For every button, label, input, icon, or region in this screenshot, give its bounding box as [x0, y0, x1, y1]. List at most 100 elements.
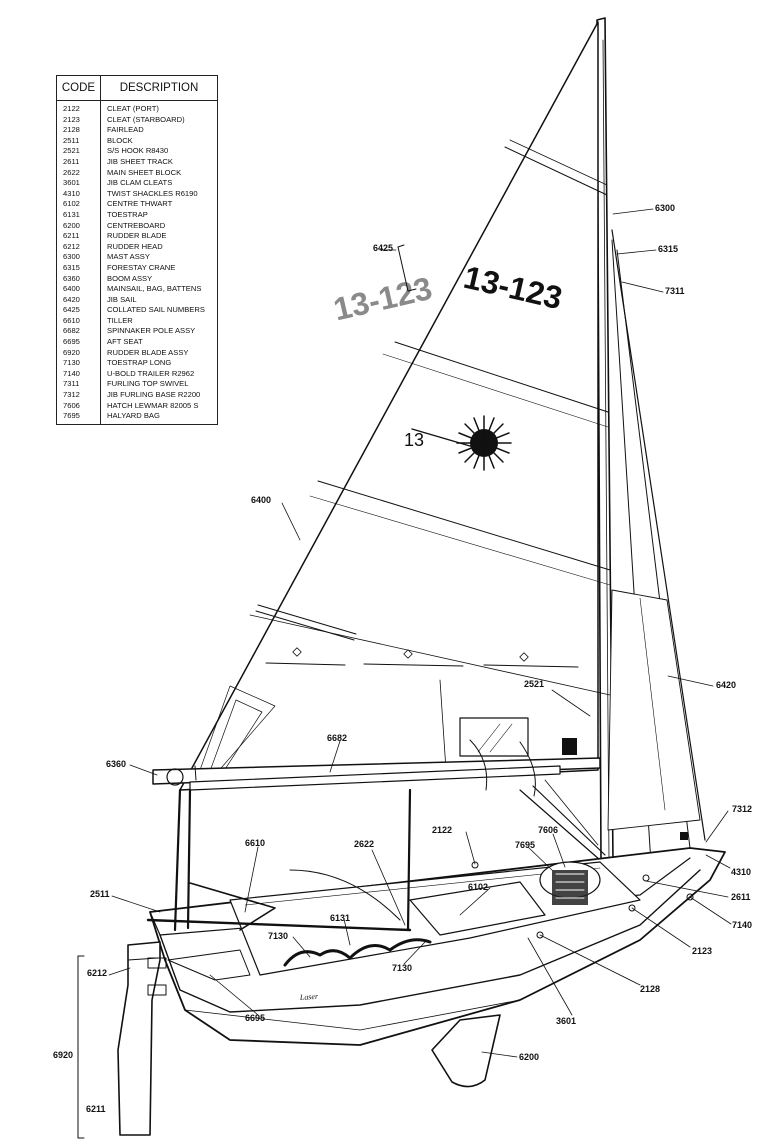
- legend-code: 3601: [63, 178, 80, 188]
- legend-code: 6920: [63, 347, 80, 357]
- legend-description: COLLATED SAIL NUMBERS: [107, 305, 205, 315]
- sunburst-icon: [456, 415, 512, 471]
- legend-description: TOESTRAP LONG: [107, 358, 172, 368]
- hull-script: Laser: [299, 992, 320, 1002]
- callout-6420: 6420: [716, 680, 737, 690]
- legend-code: 6400: [63, 284, 80, 294]
- callout-6400: 6400: [251, 495, 272, 505]
- callout-7695: 7695: [515, 840, 536, 850]
- callout-6425: 6425: [373, 243, 394, 253]
- rudder-assembly: [117, 941, 167, 1136]
- legend-code: 6610: [63, 315, 80, 325]
- legend-description: CLEAT (PORT): [107, 104, 159, 113]
- callout-6212: 6212: [87, 968, 108, 978]
- legend-code: 6420: [63, 294, 80, 304]
- legend-code: 2521: [63, 146, 80, 156]
- legend-description: MAST ASSY: [107, 252, 150, 262]
- callout-7130-right: 7130: [392, 963, 413, 973]
- legend-description: JIB FURLING BASE R2200: [107, 390, 201, 400]
- legend-header-code: CODE: [57, 76, 101, 100]
- legend-code: 6360: [63, 273, 80, 283]
- legend-description: MAIN SHEET BLOCK: [107, 167, 182, 177]
- callout-4310: 4310: [731, 867, 752, 877]
- callout-7140: 7140: [732, 920, 753, 930]
- legend-code: 7130: [63, 358, 80, 368]
- legend-code: 2611: [63, 156, 80, 166]
- legend-description: FAIRLEAD: [107, 125, 144, 135]
- callout-7130-left: 7130: [268, 931, 289, 941]
- legend-code: 7311: [63, 379, 80, 389]
- legend-description: MAINSAIL, BAG, BATTENS: [107, 284, 202, 294]
- legend-code: 7140: [63, 368, 80, 378]
- callout-6360: 6360: [106, 759, 127, 769]
- legend-code: 7695: [63, 411, 80, 421]
- legend-description: S/S HOOK R8430: [107, 146, 169, 156]
- legend-description: U-BOLD TRAILER R2962: [107, 368, 195, 378]
- callout-2128: 2128: [640, 984, 661, 994]
- callout-2622: 2622: [354, 839, 375, 849]
- callout-6102: 6102: [468, 882, 489, 892]
- callout-2122: 2122: [432, 825, 453, 835]
- callout-7311: 7311: [665, 286, 685, 296]
- legend-description: CENTRE THWART: [107, 199, 173, 209]
- legend-code: 6300: [63, 252, 80, 262]
- callout-6300: 6300: [655, 203, 676, 213]
- legend-description: TOESTRAP: [107, 209, 148, 219]
- jib-sail: [607, 229, 706, 881]
- legend-code: 6211: [63, 231, 80, 241]
- callout-6315: 6315: [658, 244, 679, 254]
- legend-description: RUDDER BLADE ASSY: [107, 347, 189, 357]
- legend-description: HALYARD BAG: [107, 411, 160, 421]
- callout-3601: 3601: [556, 1016, 577, 1026]
- callout-6131: 6131: [330, 913, 351, 923]
- legend-description: SPINNAKER POLE ASSY: [107, 326, 196, 336]
- legend-description: BOOM ASSY: [107, 273, 153, 283]
- legend-code: 6212: [63, 241, 80, 251]
- legend-code: 7606: [63, 400, 80, 410]
- legend-code: 2128: [63, 125, 80, 135]
- callout-6200: 6200: [519, 1052, 540, 1062]
- hull: Laser: [149, 847, 726, 1046]
- spinnaker-pole: [189, 739, 561, 797]
- centreboard: [431, 1014, 501, 1088]
- legend-code: 6682: [63, 326, 80, 336]
- legend-code: 6425: [63, 305, 80, 315]
- callout-6695: 6695: [245, 1013, 266, 1023]
- callout-2611: 2611: [731, 892, 751, 902]
- class-number: 13: [404, 430, 424, 450]
- legend-code: 2122: [63, 104, 80, 113]
- legend-description: RUDDER BLADE: [107, 231, 167, 241]
- legend-description: TILLER: [107, 315, 133, 325]
- sail-number-mirror: 13-123: [330, 270, 435, 327]
- callout-6682: 6682: [327, 733, 348, 743]
- legend-code: 6695: [63, 337, 80, 347]
- legend-code: 2511: [63, 135, 80, 145]
- boom: [152, 757, 601, 786]
- legend-description: HATCH LEWMAR 82005 S: [107, 400, 199, 410]
- callout-2511: 2511: [90, 889, 110, 899]
- legend-description: TWIST SHACKLES R6190: [107, 188, 198, 198]
- callout-2521: 2521: [524, 679, 545, 689]
- legend-code: 6315: [63, 262, 80, 272]
- legend-description: CLEAT (STARBOARD): [107, 114, 185, 124]
- legend-description: JIB SAIL: [107, 294, 137, 304]
- legend-description: FORESTAY CRANE: [107, 262, 176, 272]
- legend-description: JIB CLAM CLEATS: [107, 178, 173, 188]
- callout-7312: 7312: [732, 804, 753, 814]
- legend-code: 6102: [63, 199, 80, 209]
- legend-code: 7312: [63, 390, 80, 400]
- mainsail: 13-123 13-123 13: [179, 21, 611, 791]
- callout-2123: 2123: [692, 946, 713, 956]
- leader-lines: [108, 208, 732, 1058]
- legend-header: CODE DESCRIPTION: [57, 76, 217, 101]
- legend-description: CENTREBOARD: [107, 220, 166, 230]
- legend-code: 4310: [63, 188, 80, 198]
- legend-code: 6200: [63, 220, 80, 230]
- legend-header-description: DESCRIPTION: [119, 82, 199, 94]
- legend-code: 2622: [63, 167, 80, 177]
